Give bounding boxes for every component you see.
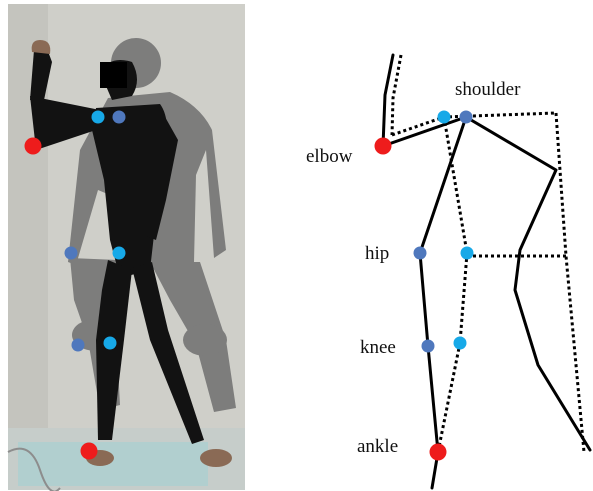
photo-panel: [8, 4, 245, 491]
dotted-left-body: [438, 117, 467, 452]
skeleton-marker-elbow-red: [375, 138, 392, 155]
photo-marker-shoulder-dark: [113, 111, 126, 124]
face-mask: [100, 62, 127, 88]
skeleton-marker-ankle-red: [430, 444, 447, 461]
dotted-shoulder-line: [392, 113, 556, 135]
label-knee: knee: [360, 337, 396, 358]
right-foot: [200, 449, 232, 467]
skeleton-marker-shoulder-light: [438, 111, 451, 124]
dotted-raised-arm: [392, 55, 401, 135]
solid-skeleton: [383, 55, 590, 488]
photo-marker-hip-light: [113, 247, 126, 260]
label-shoulder: shoulder: [455, 79, 521, 100]
photo-marker-knee-light: [104, 337, 117, 350]
photo-marker-hip-dark: [65, 247, 78, 260]
photo-marker-knee-dark: [72, 339, 85, 352]
skeleton-marker-hip-dark: [414, 247, 427, 260]
photo-marker-ankle-red: [81, 443, 98, 460]
solid-shoulder-line: [383, 117, 466, 146]
solid-right-body: [466, 117, 590, 450]
label-hip: hip: [365, 243, 389, 264]
skeleton-marker-knee-dark: [422, 340, 435, 353]
overlay-right-knee: [183, 324, 227, 356]
skeleton-marker-shoulder-dark: [460, 111, 473, 124]
skeleton-panel: shoulder elbow hip knee ankle: [306, 55, 590, 488]
skeleton-marker-knee-light: [454, 337, 467, 350]
photo-marker-shoulder-light: [92, 111, 105, 124]
skeleton-marker-hip-light: [461, 247, 474, 260]
label-ankle: ankle: [357, 436, 398, 457]
label-elbow: elbow: [306, 146, 353, 167]
floor-mat: [18, 442, 208, 486]
photo-marker-elbow-red: [25, 138, 42, 155]
